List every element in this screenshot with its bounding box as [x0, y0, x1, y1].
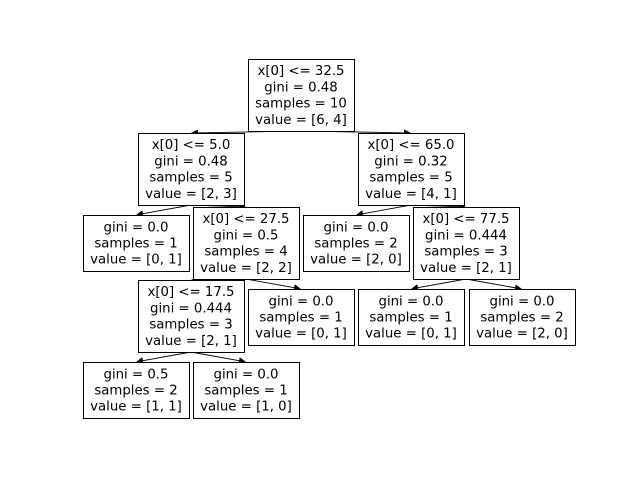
edge-line [245, 278, 297, 289]
edge-line [415, 278, 467, 289]
node-label-line: value = [4, 1] [365, 187, 457, 202]
node-label-line: gini = 0.0 [214, 367, 279, 382]
node-label-line: gini = 0.48 [264, 80, 337, 95]
node-label-line: samples = 10 [255, 97, 347, 112]
node-label-line: gini = 0.444 [425, 228, 507, 243]
node-label-line: x[0] <= 17.5 [147, 285, 234, 300]
node-label-line: gini = 0.48 [154, 154, 227, 169]
edge-line [465, 278, 518, 289]
node-label-line: samples = 3 [149, 318, 232, 333]
node-label-line: samples = 3 [424, 245, 507, 260]
node-label-line: value = [2, 3] [145, 187, 237, 202]
node-box [413, 207, 520, 280]
node-label-line: x[0] <= 5.0 [152, 138, 231, 153]
node-label-line: value = [0, 1] [255, 327, 347, 342]
node-label-line: samples = 5 [369, 171, 452, 186]
node-label-line: value = [0, 1] [365, 327, 457, 342]
node-box [83, 215, 190, 272]
node-label-line: value = [2, 0] [476, 327, 568, 342]
node-label-line: value = [0, 1] [90, 253, 182, 268]
node-label-line: value = [2, 0] [310, 253, 402, 268]
node-label-line: x[0] <= 77.5 [422, 212, 509, 227]
edge-line [140, 351, 192, 362]
node-label-line: samples = 1 [94, 237, 177, 252]
node-box [83, 362, 190, 419]
node-box [303, 215, 410, 272]
node-box [193, 362, 300, 419]
node-label-line: samples = 1 [369, 311, 452, 326]
node-label-line: x[0] <= 27.5 [202, 212, 289, 227]
node-label-line: samples = 2 [480, 311, 563, 326]
node-label-line: samples = 4 [204, 245, 287, 260]
node-label-line: gini = 0.0 [104, 220, 169, 235]
edge-line [190, 351, 242, 362]
edge-line [140, 204, 192, 215]
node-box [193, 207, 300, 280]
node-label-line: gini = 0.0 [490, 294, 555, 309]
node-label-line: x[0] <= 32.5 [257, 64, 344, 79]
node-label-line: samples = 1 [259, 311, 342, 326]
node-label-line: gini = 0.0 [269, 294, 334, 309]
edge-line [360, 204, 412, 215]
node-label-line: gini = 0.0 [379, 294, 444, 309]
node-label-line: samples = 5 [149, 171, 232, 186]
node-label-line: value = [2, 2] [200, 261, 292, 276]
node-label-line: value = [6, 4] [255, 113, 347, 128]
node-label-line: samples = 2 [94, 384, 177, 399]
node-label-line: gini = 0.5 [214, 228, 279, 243]
node-label-line: gini = 0.0 [324, 220, 389, 235]
node-label-line: value = [1, 0] [200, 400, 292, 415]
node-box [138, 133, 245, 206]
node-box [469, 289, 576, 346]
node-box [358, 289, 465, 346]
node-label-line: gini = 0.32 [374, 154, 447, 169]
node-label-line: gini = 0.5 [104, 367, 169, 382]
node-label-line: samples = 2 [314, 237, 397, 252]
node-label-line: value = [2, 1] [145, 334, 237, 349]
node-label-line: value = [1, 1] [90, 400, 182, 415]
node-box [138, 280, 245, 353]
node-label-line: value = [2, 1] [420, 261, 512, 276]
node-box [248, 289, 355, 346]
node-label-line: gini = 0.444 [150, 301, 232, 316]
node-label-line: samples = 1 [204, 384, 287, 399]
node-box [358, 133, 465, 206]
node-box [248, 59, 355, 132]
node-label-line: x[0] <= 65.0 [367, 138, 454, 153]
